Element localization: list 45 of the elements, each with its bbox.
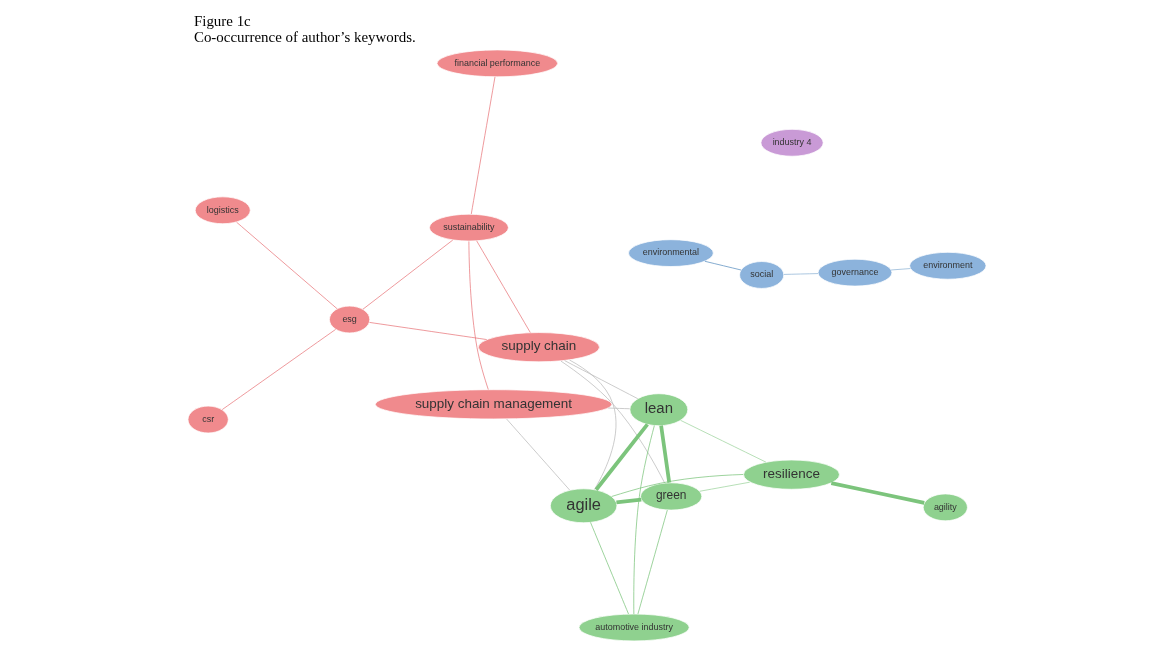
connector: [830, 481, 925, 505]
connector: [594, 423, 649, 491]
connector: [470, 76, 496, 215]
connector: [476, 240, 531, 333]
connector: [590, 522, 629, 615]
connector: [607, 407, 631, 410]
connector: [369, 322, 488, 340]
connector: [704, 260, 742, 271]
connector: [236, 221, 338, 309]
node-ellipse: governance: [817, 258, 893, 287]
node-ellipse: agility: [922, 493, 968, 522]
node-ellipse: supply chain: [477, 332, 600, 363]
connector: [633, 425, 655, 615]
node-ellipse: csr: [187, 405, 229, 434]
node-ellipse: lean: [629, 393, 689, 427]
node-ellipse: social: [739, 261, 785, 289]
node-ellipse: esg: [329, 305, 371, 334]
connector: [564, 360, 639, 400]
connector: [699, 481, 751, 492]
connector: [890, 268, 911, 271]
connector: [611, 474, 744, 497]
connector: [560, 360, 665, 484]
node-ellipse: financial performance: [436, 49, 559, 78]
diagram-title: Figure 1c: [193, 13, 251, 30]
node-ellipse: sustainability: [429, 213, 509, 242]
connector: [659, 425, 672, 483]
connector: [616, 497, 642, 505]
node-ellipse: green: [640, 482, 703, 511]
connector: [221, 329, 336, 410]
node-ellipse: supply chain management: [375, 389, 613, 420]
node-ellipse: agile: [549, 488, 618, 524]
node-ellipse: resilience: [743, 459, 840, 490]
connector: [362, 239, 454, 310]
connector: [506, 418, 571, 491]
node-ellipse: industry 4: [760, 128, 824, 157]
connector: [637, 509, 668, 615]
connector: [680, 419, 767, 463]
connector: [468, 241, 489, 390]
node-ellipse: logistics: [194, 196, 251, 225]
connector: [569, 359, 617, 490]
connector: [783, 273, 819, 275]
node-ellipse: environment: [909, 251, 987, 280]
caption: Co-occurrence of author’s keywords.: [193, 29, 416, 46]
node-ellipse: environmental: [628, 239, 714, 267]
node-ellipse: automotive industry: [578, 613, 690, 642]
